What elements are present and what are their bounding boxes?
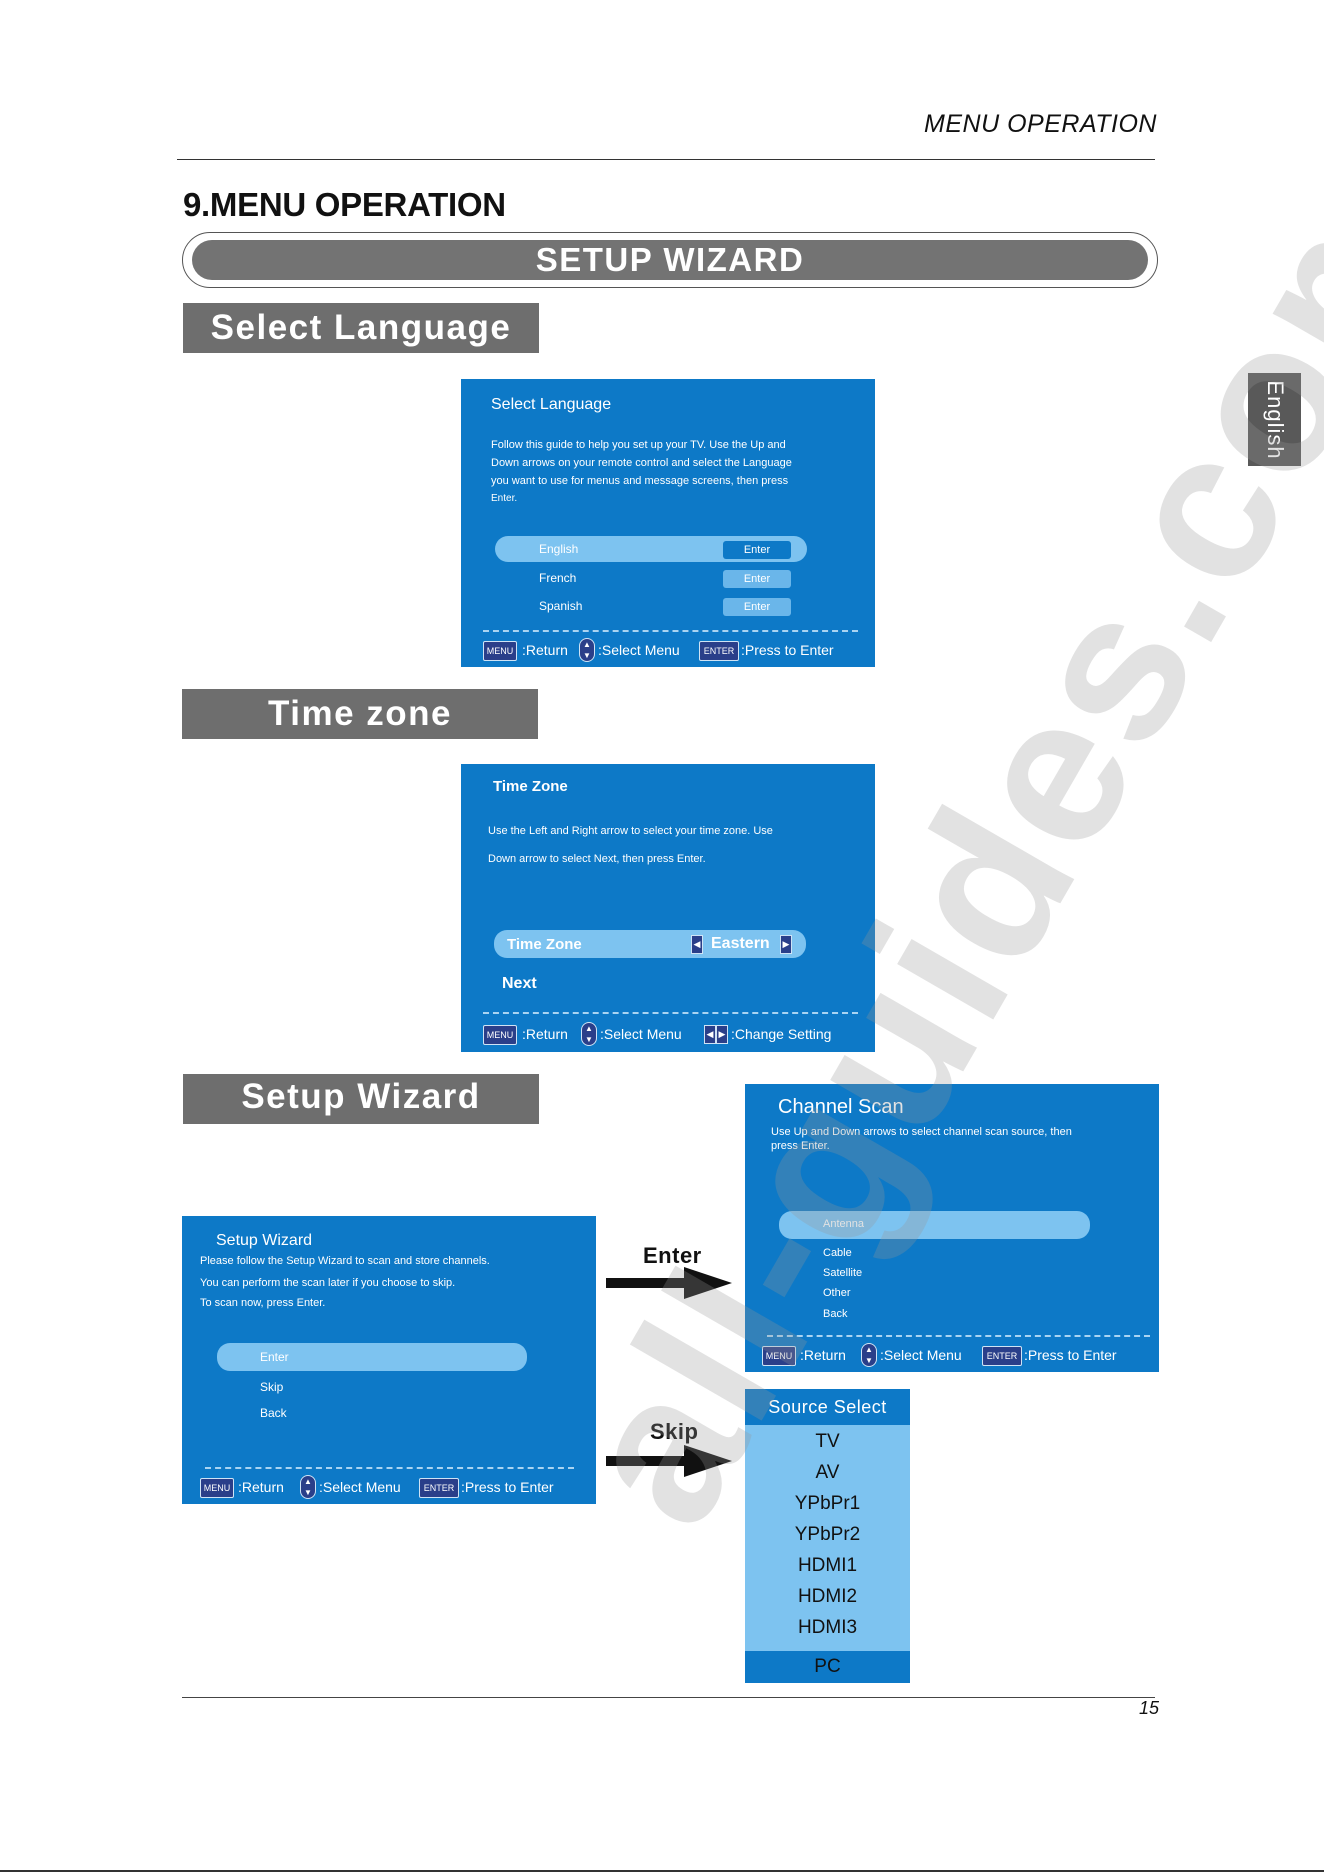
source-item-ypbpr1[interactable]: YPbPr1 [794, 1493, 861, 1514]
skip-arrow-label: Skip [650, 1419, 699, 1444]
right-key-icon: ▶ [716, 1025, 728, 1044]
option-highlight [779, 1211, 1090, 1239]
description-line: press Enter. [771, 1140, 830, 1152]
option-enter[interactable]: Enter [260, 1350, 289, 1364]
source-item-pc-selected[interactable]: PC [745, 1651, 910, 1683]
updown-arrow-icon: ▲▼ [579, 638, 595, 662]
menu-key-icon: MENU [483, 641, 517, 661]
menu-key-icon: MENU [762, 1346, 796, 1366]
footer-enter: :Press to Enter [741, 642, 834, 658]
bottom-edge-rule [0, 1870, 1324, 1872]
enter-key-icon: ENTER [699, 641, 739, 661]
menu-key-icon: MENU [483, 1025, 517, 1045]
footer-enter: :Press to Enter [461, 1479, 554, 1495]
footer-select: :Select Menu [600, 1026, 682, 1042]
channel-scan-screen: Channel Scan Use Up and Down arrows to s… [745, 1084, 1159, 1372]
footer-return: :Return [238, 1479, 284, 1495]
source-item-hdmi1[interactable]: HDMI1 [797, 1555, 858, 1576]
menu-key-icon: MENU [200, 1478, 234, 1498]
source-item-ypbpr2[interactable]: YPbPr2 [794, 1524, 861, 1545]
option-spanish[interactable]: Spanish [539, 599, 583, 613]
description-line: Follow this guide to help you set up you… [491, 439, 786, 451]
option-skip[interactable]: Skip [260, 1380, 284, 1394]
updown-arrow-icon: ▲▼ [861, 1343, 877, 1367]
footer-return: :Return [522, 642, 568, 658]
language-side-tab: English [1248, 373, 1301, 466]
left-key-icon: ◀ [704, 1025, 716, 1044]
enter-key-icon: ENTER [419, 1478, 459, 1498]
option-french[interactable]: French [539, 571, 577, 585]
source-select-panel [745, 1389, 910, 1683]
enter-arrow-icon [606, 1267, 732, 1299]
source-item-tv[interactable]: TV [815, 1431, 840, 1452]
description-line: To scan now, press Enter. [200, 1297, 326, 1309]
description-line: Down arrow to select Next, then press En… [488, 853, 706, 865]
enter-key-icon: ENTER [982, 1346, 1022, 1366]
updown-arrow-icon: ▲▼ [581, 1022, 597, 1046]
description-line: Use Up and Down arrows to select channel… [771, 1126, 1072, 1138]
time-zone-screen: Time Zone Use the Left and Right arrow t… [461, 764, 875, 1052]
footer-rule [182, 1697, 1155, 1698]
option-satellite[interactable]: Satellite [823, 1267, 863, 1279]
description-line: Down arrows on your remote control and s… [491, 457, 792, 469]
description-line: Enter. [491, 493, 518, 504]
time-zone-row-label[interactable]: Time Zone [507, 936, 582, 953]
time-zone-value[interactable]: Eastern [711, 935, 770, 952]
section-number: 9. [183, 186, 210, 223]
english-enter-button[interactable]: Enter [723, 541, 791, 559]
select-language-banner: Select Language [183, 303, 539, 353]
wizard-banner: SETUP WIZARD [192, 240, 1148, 280]
option-highlight [217, 1343, 527, 1371]
left-arrow-icon[interactable]: ◀ [691, 935, 703, 954]
description-line: Use the Left and Right arrow to select y… [488, 825, 773, 837]
option-cable[interactable]: Cable [823, 1247, 852, 1259]
footer-change: :Change Setting [731, 1026, 832, 1042]
footer-select: :Select Menu [319, 1479, 401, 1495]
source-select-title: Source Select [745, 1389, 910, 1425]
description-line: Please follow the Setup Wizard to scan a… [200, 1255, 490, 1267]
header-rule [177, 159, 1155, 160]
section-title-text: MENU OPERATION [209, 186, 506, 223]
screen-title: Time Zone [493, 778, 568, 795]
french-enter-button[interactable]: Enter [723, 570, 791, 588]
wizard-banner-frame [182, 232, 1158, 288]
option-antenna[interactable]: Antenna [823, 1218, 864, 1230]
screen-title: Select Language [491, 396, 612, 413]
language-side-tab-label: English [1262, 379, 1288, 460]
description-line: you want to use for menus and message sc… [491, 475, 789, 487]
setup-wizard-banner: Setup Wizard [183, 1074, 539, 1124]
footer-divider [483, 1012, 858, 1014]
footer-divider [483, 630, 858, 632]
time-zone-row-highlight [494, 930, 806, 958]
select-language-screen: Select Language Follow this guide to hel… [461, 379, 875, 667]
screen-title: Channel Scan [778, 1096, 904, 1118]
skip-arrow-icon [606, 1445, 732, 1477]
source-item-av[interactable]: AV [815, 1462, 840, 1483]
footer-return: :Return [800, 1347, 846, 1363]
option-back[interactable]: Back [260, 1406, 287, 1420]
source-item-hdmi2[interactable]: HDMI2 [797, 1586, 858, 1607]
right-arrow-icon[interactable]: ▶ [780, 935, 792, 954]
source-item-hdmi3[interactable]: HDMI3 [797, 1617, 858, 1638]
spanish-enter-button[interactable]: Enter [723, 598, 791, 616]
footer-enter: :Press to Enter [1024, 1347, 1117, 1363]
updown-arrow-icon: ▲▼ [300, 1475, 316, 1499]
section-title: 9.MENU OPERATION [183, 186, 506, 224]
screen-title: Setup Wizard [216, 1232, 313, 1249]
footer-divider [767, 1335, 1150, 1337]
enter-arrow-label: Enter [643, 1243, 702, 1268]
option-english[interactable]: English [539, 542, 579, 556]
option-back[interactable]: Back [823, 1308, 848, 1320]
footer-divider [205, 1467, 574, 1469]
running-head: MENU OPERATION [924, 110, 1157, 138]
footer-select: :Select Menu [598, 642, 680, 658]
setup-wizard-screen: Setup Wizard Please follow the Setup Wiz… [182, 1216, 596, 1504]
time-zone-banner: Time zone [182, 689, 538, 739]
footer-select: :Select Menu [880, 1347, 962, 1363]
footer-return: :Return [522, 1026, 568, 1042]
next-option[interactable]: Next [502, 975, 537, 992]
option-other[interactable]: Other [823, 1287, 851, 1299]
description-line: You can perform the scan later if you ch… [200, 1277, 456, 1289]
page-number: 15 [1138, 1698, 1159, 1718]
